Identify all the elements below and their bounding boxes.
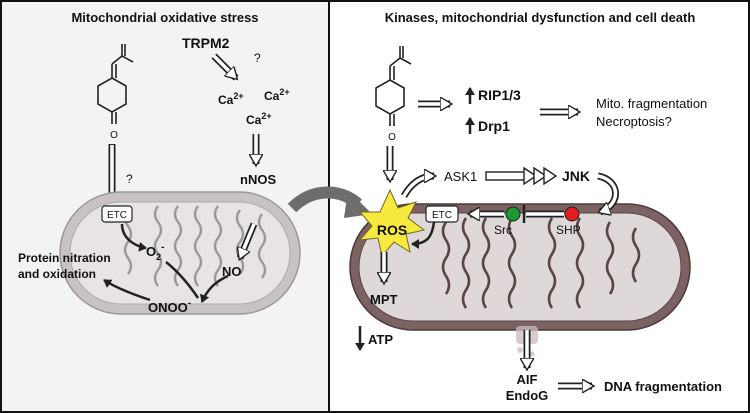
src-dot [505, 206, 521, 222]
arrow-etc-ros [411, 221, 436, 249]
drp1-label: Drp1 [478, 118, 510, 134]
quinone-oxygen-left: O [110, 130, 118, 141]
nnos-label: nNOS [240, 172, 276, 187]
right-panel-title: Kinases, mitochondrial dysfunction and c… [385, 10, 696, 25]
svg-text:Ca2+: Ca2+ [264, 87, 290, 103]
mito-fragmentation-label: Mito. fragmentation [596, 96, 707, 111]
etc-box-left [101, 205, 133, 223]
protein-oxidation-label: and oxidation [18, 267, 96, 281]
etc-box-right [425, 205, 459, 223]
mitochondrion-right [349, 203, 691, 331]
etc-label-right: ETC [432, 210, 452, 221]
mpt-label: MPT [370, 292, 398, 307]
necroptosis-label: Necroptosis? [596, 114, 672, 129]
trpm2-label: TRPM2 [182, 35, 230, 51]
ros-star [358, 188, 426, 258]
rip-label: RIP1/3 [478, 87, 521, 103]
src-label: Src [494, 223, 512, 237]
endog-label: EndoG [506, 388, 549, 403]
quinone-imine-molecule-left [97, 44, 134, 124]
dna-fragmentation-label: DNA fragmentation [604, 379, 722, 394]
left-panel-title: Mitochondrial oxidative stress [71, 10, 258, 25]
etc-label-left: ETC [107, 210, 127, 221]
svg-text:Ca2+: Ca2+ [218, 91, 244, 107]
shp-dot [564, 206, 580, 222]
question-trpm2: ? [254, 51, 261, 65]
arrow-ask1-jnk [485, 166, 558, 186]
question-etc: ? [126, 172, 133, 186]
ros-label: ROS [377, 222, 407, 238]
calcium-ions: Ca2+ Ca2+ Ca2+ [218, 87, 290, 127]
peroxynitrite-label: ONOO- [148, 298, 191, 315]
aif-label: AIF [517, 372, 538, 387]
protein-nitration-label: Protein nitration [18, 251, 111, 265]
superoxide-label: O2- [146, 242, 164, 262]
shp-label: SHP [556, 223, 581, 237]
svg-text:Ca2+: Ca2+ [246, 111, 272, 127]
atp-label: ATP [368, 332, 393, 347]
jnk-label: JNK [562, 168, 590, 184]
reaction-arrows-left [103, 223, 229, 303]
quinone-oxygen-right: O [388, 132, 396, 143]
quinone-imine-molecule-right [375, 46, 412, 126]
ask1-label: ASK1 [444, 169, 477, 184]
